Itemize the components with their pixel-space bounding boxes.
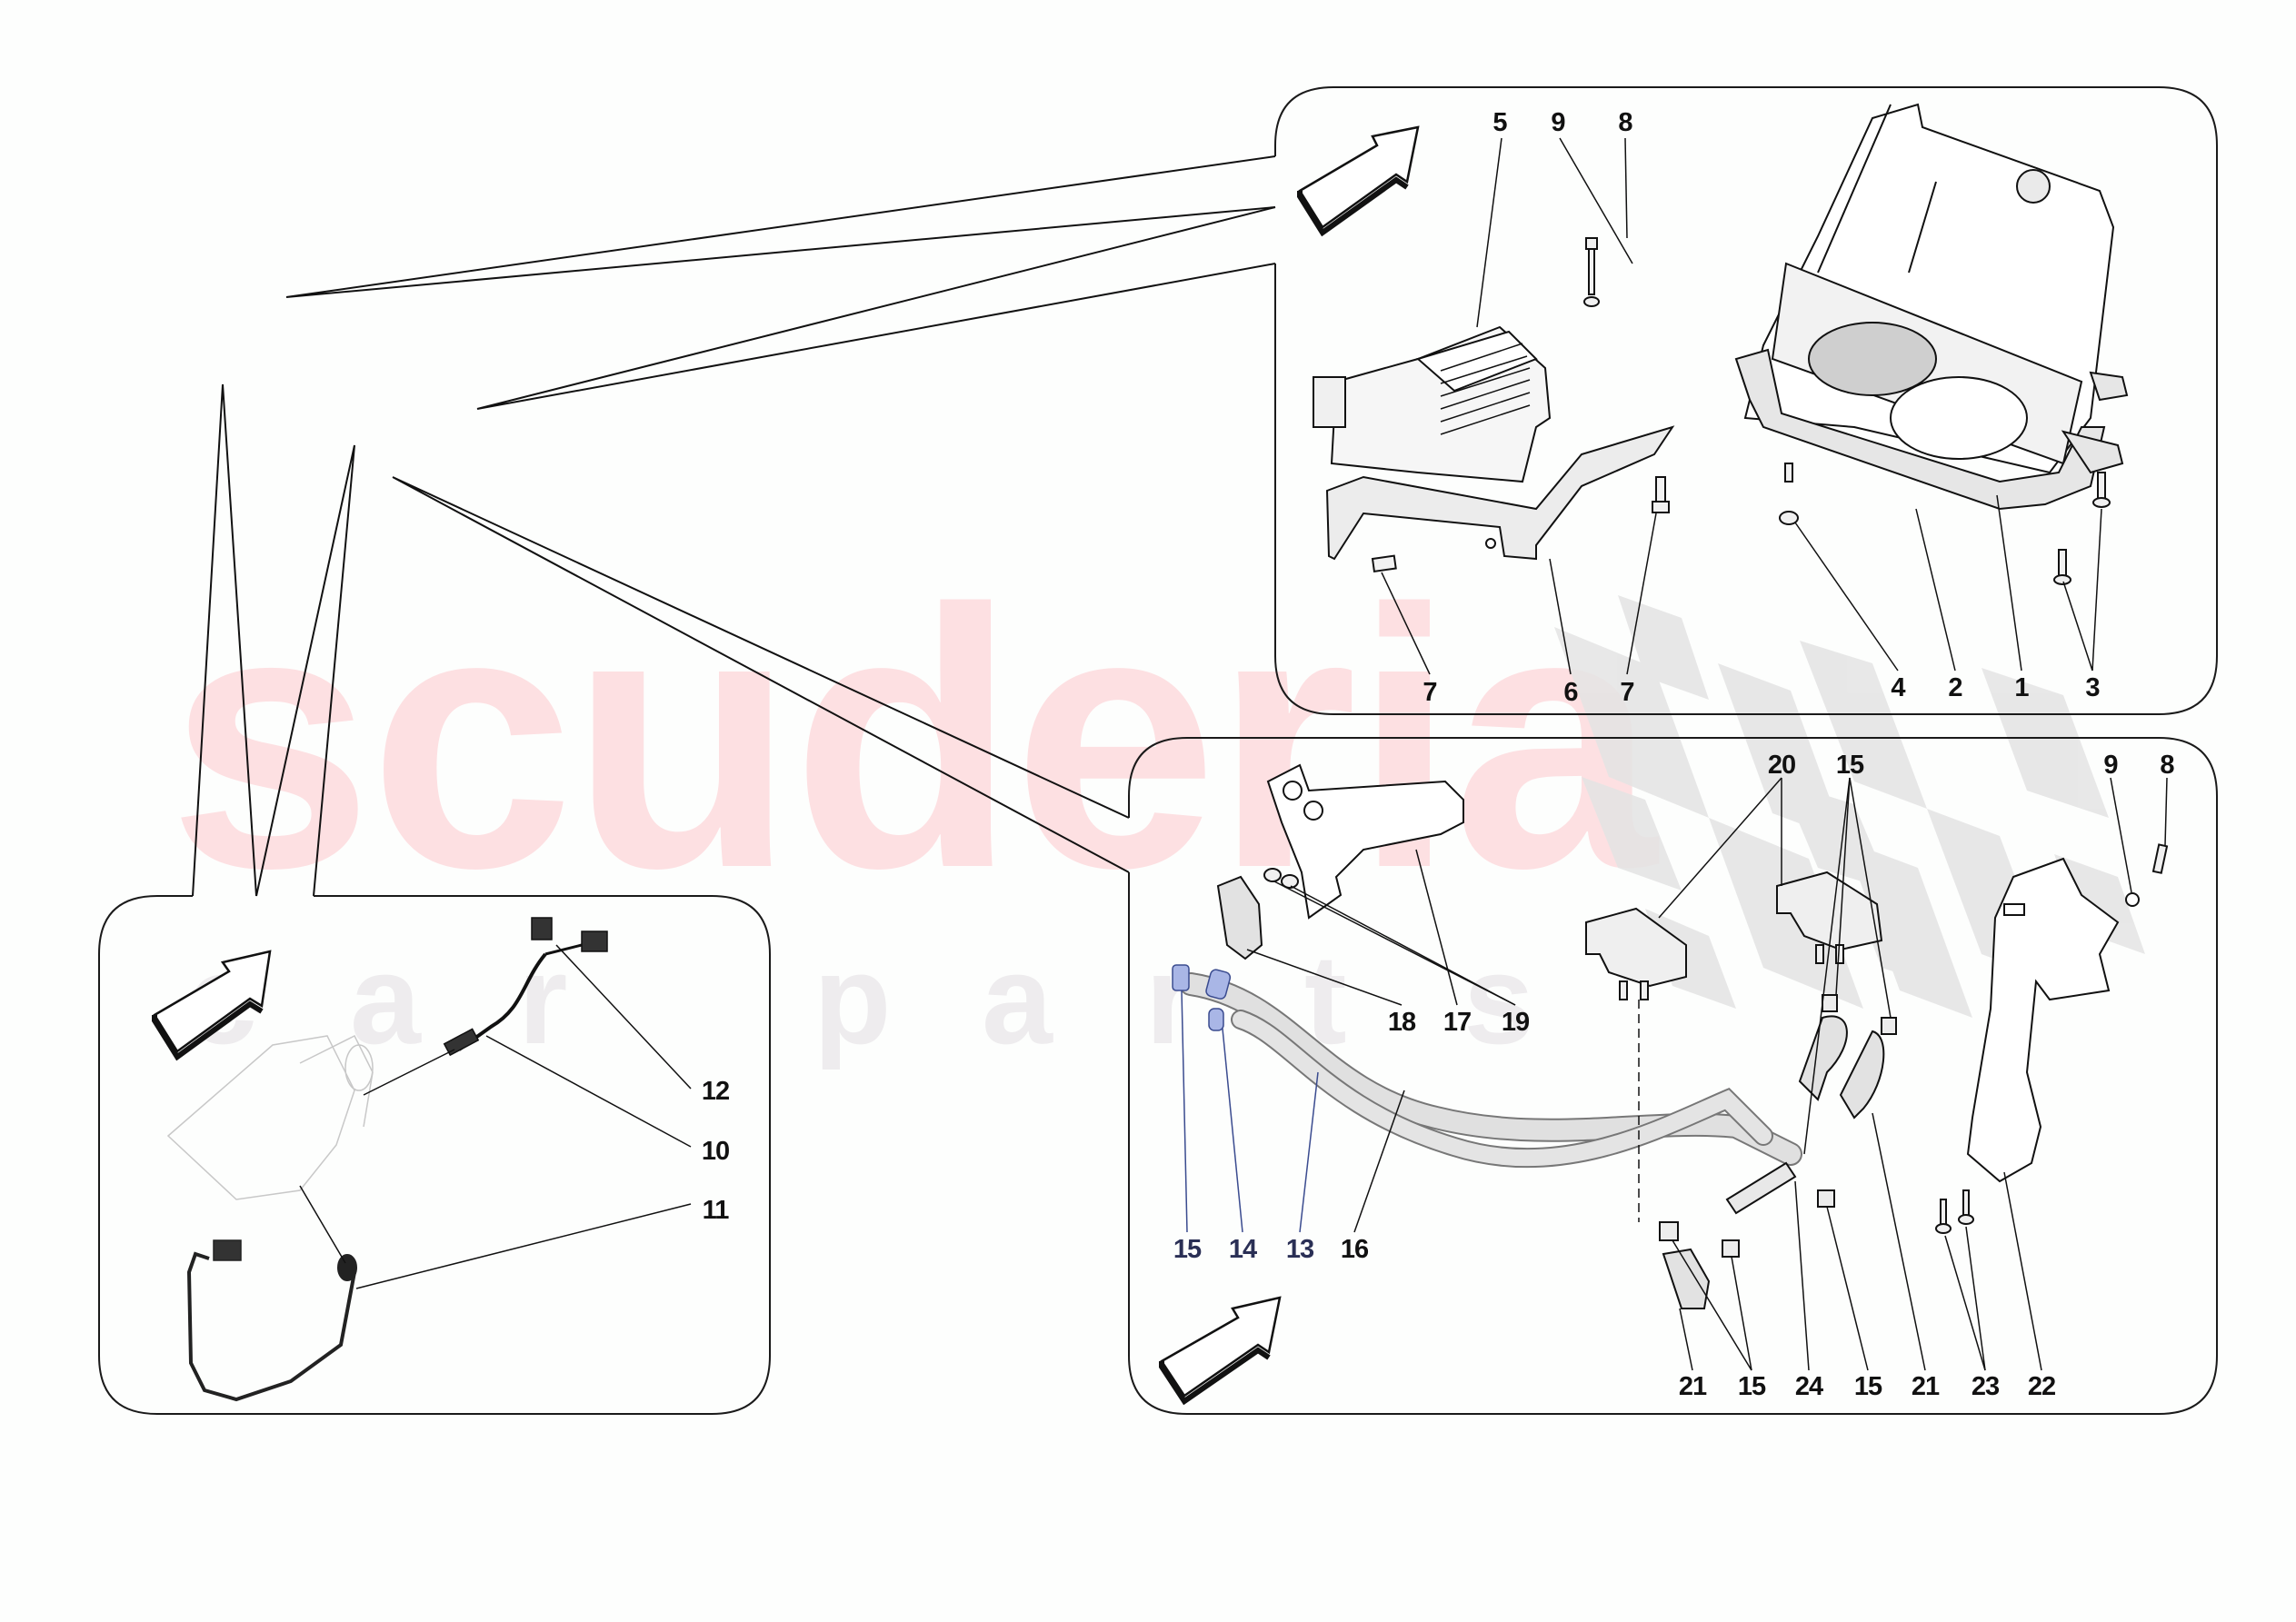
part-label-18[interactable]: 18 — [1387, 1008, 1416, 1037]
hose-part-13 — [1231, 1010, 1773, 1169]
support-bracket-part-22 — [1966, 857, 2120, 1183]
connector-part-24 — [1725, 1161, 1797, 1215]
part-label-3[interactable]: 3 — [2085, 673, 2100, 702]
housing-tray-part-2 — [1734, 348, 2129, 511]
bolt-part-3 — [2053, 472, 2111, 585]
top-panel-leader-lines — [1381, 137, 2102, 675]
part-label-11[interactable]: 11 — [702, 1196, 730, 1225]
part-label-21[interactable]: 21 — [1678, 1372, 1707, 1401]
bolt-part-19 — [1263, 868, 1299, 889]
part-label-8[interactable]: 8 — [2160, 751, 2174, 780]
sensor-part-10 — [443, 930, 608, 1057]
part-label-12[interactable]: 12 — [701, 1077, 730, 1106]
panel-lambda-sensors — [99, 896, 770, 1414]
part-label-4[interactable]: 4 — [1891, 673, 1905, 702]
blower-unit-part-1 — [1743, 103, 2115, 474]
bolt-part-8 — [1583, 237, 1600, 307]
elbow-hose-part-21 — [1662, 1015, 1885, 1309]
part-label-6[interactable]: 6 — [1563, 678, 1578, 707]
hose-clamp-part-18 — [1216, 875, 1263, 960]
panel-pressure-sensors-hoses — [1129, 738, 2217, 1414]
panel-callout-lines — [192, 155, 1276, 897]
part-label-8[interactable]: 8 — [1618, 108, 1632, 137]
part-label-10[interactable]: 10 — [701, 1137, 730, 1166]
sensor-part-11 — [186, 1239, 357, 1402]
part-label-9[interactable]: 9 — [1551, 108, 1565, 137]
part-label-17[interactable]: 17 — [1442, 1008, 1472, 1037]
clip-part-15 — [1172, 964, 1190, 991]
part-label-2[interactable]: 2 — [1948, 673, 1962, 702]
bolt-part-7 — [1371, 476, 1670, 572]
washer-part-9-lower — [2125, 892, 2140, 907]
part-label-15[interactable]: 15 — [1835, 751, 1864, 780]
part-label-5[interactable]: 5 — [1492, 108, 1507, 137]
clip-part-14 — [1208, 1008, 1224, 1031]
nut-part-4 — [1779, 463, 1799, 525]
catalyst-ghost-outline — [166, 1034, 374, 1200]
part-label-23[interactable]: 23 — [1971, 1372, 2000, 1401]
bottom-right-leader-lines — [1181, 777, 2168, 1371]
pressure-sensor-part-20 — [1585, 871, 1883, 1000]
part-label-21[interactable]: 21 — [1911, 1372, 1940, 1401]
connector-part-12 — [531, 917, 553, 940]
bolt-part-23 — [1935, 1189, 1974, 1234]
hose-end-highlight — [1205, 969, 1232, 1000]
clip-part-15-grey — [1659, 994, 1897, 1258]
bolt-part-8-lower — [2151, 843, 2169, 874]
panel-frames — [98, 86, 2218, 1415]
ecu-module-part-5 — [1313, 325, 1552, 483]
part-label-7[interactable]: 7 — [1620, 678, 1634, 707]
part-label-14[interactable]: 14 — [1228, 1235, 1257, 1264]
part-label-7[interactable]: 7 — [1423, 678, 1437, 707]
bracket-part-6 — [1325, 425, 1675, 561]
checkered-flag-watermark — [1554, 595, 2145, 1018]
part-label-1[interactable]: 1 — [2014, 673, 2029, 702]
part-label-16[interactable]: 16 — [1340, 1235, 1369, 1264]
part-label-15[interactable]: 15 — [1173, 1235, 1202, 1264]
part-label-20[interactable]: 20 — [1767, 751, 1796, 780]
mount-bracket-part-17 — [1266, 763, 1464, 920]
part-label-19[interactable]: 19 — [1501, 1008, 1530, 1037]
part-label-15[interactable]: 15 — [1853, 1372, 1882, 1401]
part-label-9[interactable]: 9 — [2103, 751, 2118, 780]
part-label-15[interactable]: 15 — [1737, 1372, 1766, 1401]
direction-arrow-icons — [152, 125, 1420, 1406]
part-label-24[interactable]: 24 — [1794, 1372, 1823, 1401]
part-label-13[interactable]: 13 — [1285, 1235, 1314, 1264]
bottom-left-leader-lines — [299, 944, 692, 1289]
part-label-22[interactable]: 22 — [2027, 1372, 2056, 1401]
panel-ecu-assembly — [1275, 87, 2217, 714]
